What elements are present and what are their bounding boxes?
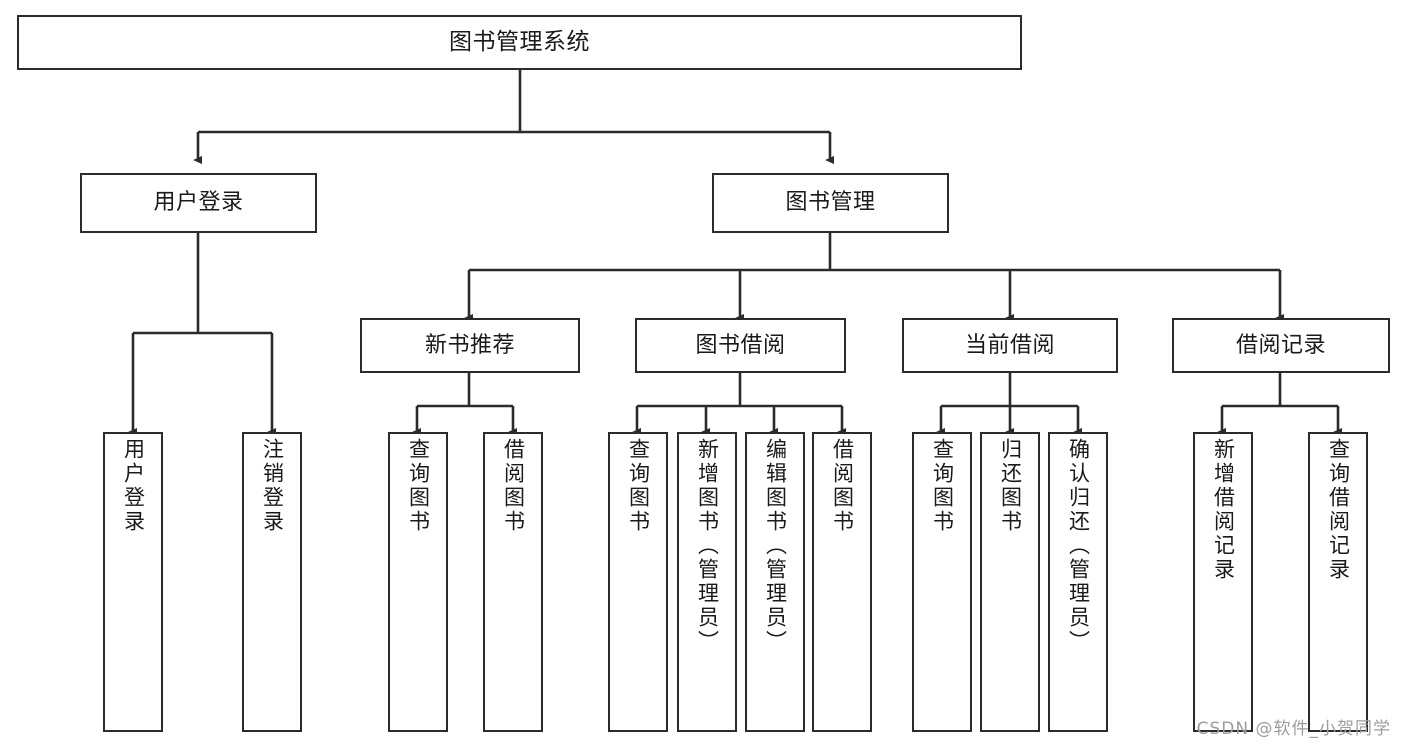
node-label: 借阅记录	[1235, 332, 1326, 358]
node-new-book-recommend[interactable]: 新书推荐	[360, 318, 580, 373]
node-label: 查询借阅记录	[1326, 438, 1351, 582]
node-label: 新书推荐	[424, 332, 515, 358]
node-label: 新增图书（管理员）	[695, 438, 720, 654]
node-label: 查询图书	[626, 438, 651, 534]
leaf-user-login[interactable]: 用户登录	[103, 432, 163, 732]
leaf-query-book-recommend[interactable]: 查询图书	[388, 432, 448, 732]
node-label: 注销登录	[260, 438, 285, 534]
leaf-query-book-borrow[interactable]: 查询图书	[608, 432, 668, 732]
node-label: 借阅图书	[501, 438, 526, 534]
node-label: 归还图书	[998, 438, 1023, 534]
leaf-query-book-current[interactable]: 查询图书	[912, 432, 972, 732]
watermark: CSDN @软件_小贺同学	[1196, 719, 1391, 739]
node-label: 编辑图书（管理员）	[763, 438, 788, 654]
node-label: 当前借阅	[964, 332, 1055, 358]
node-label: 查询图书	[406, 438, 431, 534]
node-label: 确认归还（管理员）	[1066, 438, 1091, 654]
node-current-borrow[interactable]: 当前借阅	[902, 318, 1118, 373]
node-label: 用户登录	[121, 438, 146, 534]
node-book-borrow[interactable]: 图书借阅	[635, 318, 846, 373]
leaf-return-book[interactable]: 归还图书	[980, 432, 1040, 732]
node-label: 图书管理系统	[449, 29, 590, 56]
node-user-login[interactable]: 用户登录	[80, 173, 317, 233]
node-book-management[interactable]: 图书管理	[712, 173, 949, 233]
node-label: 查询图书	[930, 438, 955, 534]
leaf-borrow-book-recommend[interactable]: 借阅图书	[483, 432, 543, 732]
node-label: 图书借阅	[695, 332, 786, 358]
leaf-borrow-book[interactable]: 借阅图书	[812, 432, 872, 732]
leaf-query-borrow-record[interactable]: 查询借阅记录	[1308, 432, 1368, 732]
leaf-logout[interactable]: 注销登录	[242, 432, 302, 732]
node-label: 用户登录	[153, 190, 244, 216]
leaf-confirm-return-admin[interactable]: 确认归还（管理员）	[1048, 432, 1108, 732]
leaf-add-book-admin[interactable]: 新增图书（管理员）	[677, 432, 737, 732]
node-root-system[interactable]: 图书管理系统	[17, 15, 1022, 70]
node-label: 新增借阅记录	[1211, 438, 1236, 582]
leaf-add-borrow-record[interactable]: 新增借阅记录	[1193, 432, 1253, 732]
node-label: 借阅图书	[830, 438, 855, 534]
node-borrow-record[interactable]: 借阅记录	[1172, 318, 1390, 373]
node-label: 图书管理	[785, 190, 876, 216]
leaf-edit-book-admin[interactable]: 编辑图书（管理员）	[745, 432, 805, 732]
